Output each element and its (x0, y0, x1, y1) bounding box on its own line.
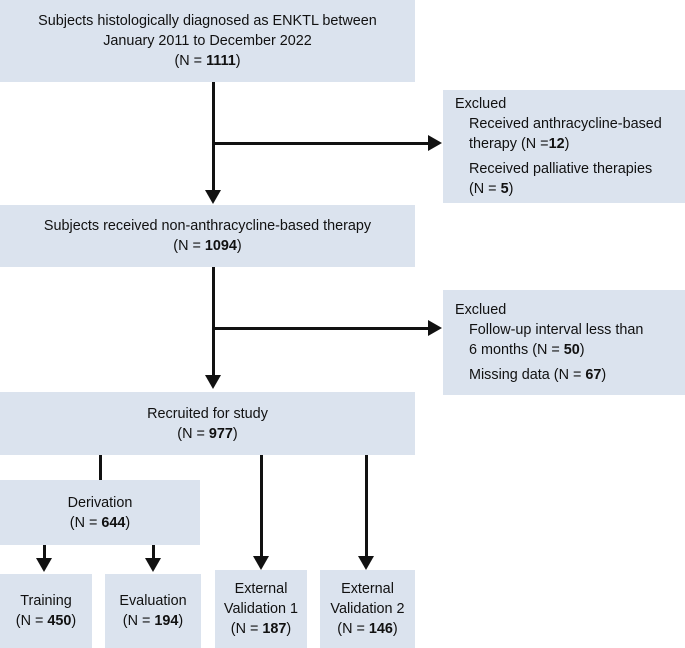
n-value: 187 (262, 621, 287, 637)
edge-non-anthracycline-to-excluded2 (212, 327, 430, 330)
node-enrolled-count: (N = 1111) (174, 51, 240, 71)
node-external-validation-2: External Validation 2 (N = 146) (320, 570, 415, 648)
node-evaluation-line1: Evaluation (119, 593, 187, 609)
node-recruited-line1: Recruited for study (147, 405, 268, 422)
n-suffix: ) (286, 621, 292, 637)
n-prefix: (N = (174, 53, 207, 69)
n-value: 1111 (206, 53, 236, 69)
excluded-1-reason-2: Received palliative therapies (N = 5) (455, 159, 652, 199)
node-external-validation-2-line2: Validation 2 (330, 601, 405, 617)
edge-enrolled-vertical (212, 82, 215, 192)
n-value: 644 (101, 514, 126, 531)
edge-non-anthracycline-arrowhead (205, 375, 221, 389)
edge-excluded2-arrowhead (428, 320, 442, 336)
n-value: 146 (368, 621, 393, 637)
node-training-line1: Training (20, 593, 72, 609)
reason-text: Received palliative therapies (469, 161, 653, 177)
node-excluded-2: Exclued Follow-up interval less than 6 mo… (443, 290, 685, 395)
node-external-validation-1-line2: Validation 1 (223, 601, 299, 617)
n-value: 1094 (204, 238, 237, 254)
edge-recruited-to-derivation (99, 455, 102, 480)
excluded-1-reason-1: Received anthracycline-based therapy (N =… (455, 114, 662, 154)
reason-n-value: 67 (585, 367, 602, 383)
n-prefix: (N = (15, 613, 48, 629)
n-prefix: (N = (122, 613, 155, 629)
edge-excluded1-arrowhead (428, 135, 442, 151)
reason-n-value: 5 (500, 181, 509, 197)
n-value: 977 (208, 425, 233, 442)
edge-extval1-arrowhead (253, 556, 269, 570)
reason-n-prefix: Missing data (N = (469, 367, 586, 383)
edge-enrolled-arrowhead (205, 190, 221, 204)
n-suffix: ) (392, 621, 398, 637)
edge-extval2-arrowhead (358, 556, 374, 570)
node-external-validation-1: External Validation 1 (N = 187) (215, 570, 307, 648)
node-derivation: Derivation (N = 644) (0, 480, 200, 545)
node-non-anthracycline: Subjects received non-anthracycline-base… (0, 205, 415, 267)
edge-recruited-to-extval2-vertical (365, 455, 368, 558)
node-external-validation-1-count: (N = 187) (231, 619, 291, 639)
node-external-validation-2-count: (N = 146) (337, 619, 397, 639)
node-external-validation-2-line1: External (341, 581, 394, 597)
n-prefix: (N = (337, 621, 369, 637)
n-suffix: ) (178, 613, 184, 629)
edge-derivation-to-evaluation-vertical (152, 545, 155, 562)
node-excluded-1: Exclued Received anthracycline-based ther… (443, 90, 685, 203)
node-non-anthracycline-count: (N = 1094) (173, 236, 241, 256)
node-non-anthracycline-line1: Subjects received non-anthracycline-base… (43, 218, 372, 234)
n-suffix: ) (235, 53, 241, 69)
reason-text: Received anthracycline-based (469, 116, 662, 132)
n-value: 194 (154, 613, 179, 629)
reason-n-prefix: 6 months (N = (469, 342, 564, 358)
node-training-count: (N = 450) (16, 611, 76, 631)
reason-text: Follow-up interval less than (469, 322, 644, 338)
edge-evaluation-arrowhead (145, 558, 161, 572)
node-recruited-count: (N = 977) (177, 424, 237, 444)
excluded-2-reason-1: Follow-up interval less than 6 months (N … (455, 320, 643, 360)
reason-n-value: 50 (563, 342, 580, 358)
node-enrolled-line2: January 2011 to December 2022 (103, 33, 312, 49)
n-suffix: ) (236, 238, 242, 254)
reason-n-value: 12 (548, 136, 565, 152)
excluded-1-heading: Exclued (455, 96, 507, 112)
node-evaluation-count: (N = 194) (123, 611, 183, 631)
n-suffix: ) (71, 613, 77, 629)
edge-non-anthracycline-vertical (212, 267, 215, 377)
edge-recruited-to-extval1-vertical (260, 455, 263, 558)
node-recruited: Recruited for study (N = 977) (0, 392, 415, 455)
node-external-validation-1-line1: External (234, 581, 288, 597)
excluded-2-reason-2: Missing data (N = 67) (455, 365, 606, 385)
edge-training-arrowhead (36, 558, 52, 572)
edge-derivation-to-training-vertical (43, 545, 46, 562)
reason-n-prefix: therapy (N = (469, 136, 549, 152)
n-prefix: (N = (230, 621, 263, 637)
node-derivation-line1: Derivation (67, 494, 133, 511)
n-prefix: (N = (173, 238, 205, 254)
n-prefix: (N = (69, 514, 102, 531)
reason-n-prefix: (N = (469, 181, 501, 197)
node-enrolled: Subjects histologically diagnosed as ENK… (0, 0, 415, 82)
n-prefix: (N = (177, 425, 209, 442)
reason-n-suffix: ) (579, 342, 585, 358)
node-training: Training (N = 450) (0, 574, 92, 648)
reason-n-suffix: ) (564, 136, 570, 152)
n-value: 450 (47, 613, 72, 629)
reason-n-suffix: ) (601, 367, 607, 383)
edge-enrolled-to-excluded1 (212, 142, 430, 145)
node-derivation-count: (N = 644) (70, 513, 130, 533)
n-suffix: ) (125, 514, 131, 531)
node-evaluation: Evaluation (N = 194) (105, 574, 201, 648)
node-enrolled-line1: Subjects histologically diagnosed as ENK… (38, 13, 377, 29)
excluded-2-heading: Exclued (455, 302, 507, 318)
n-suffix: ) (232, 425, 238, 442)
reason-n-suffix: ) (508, 181, 514, 197)
